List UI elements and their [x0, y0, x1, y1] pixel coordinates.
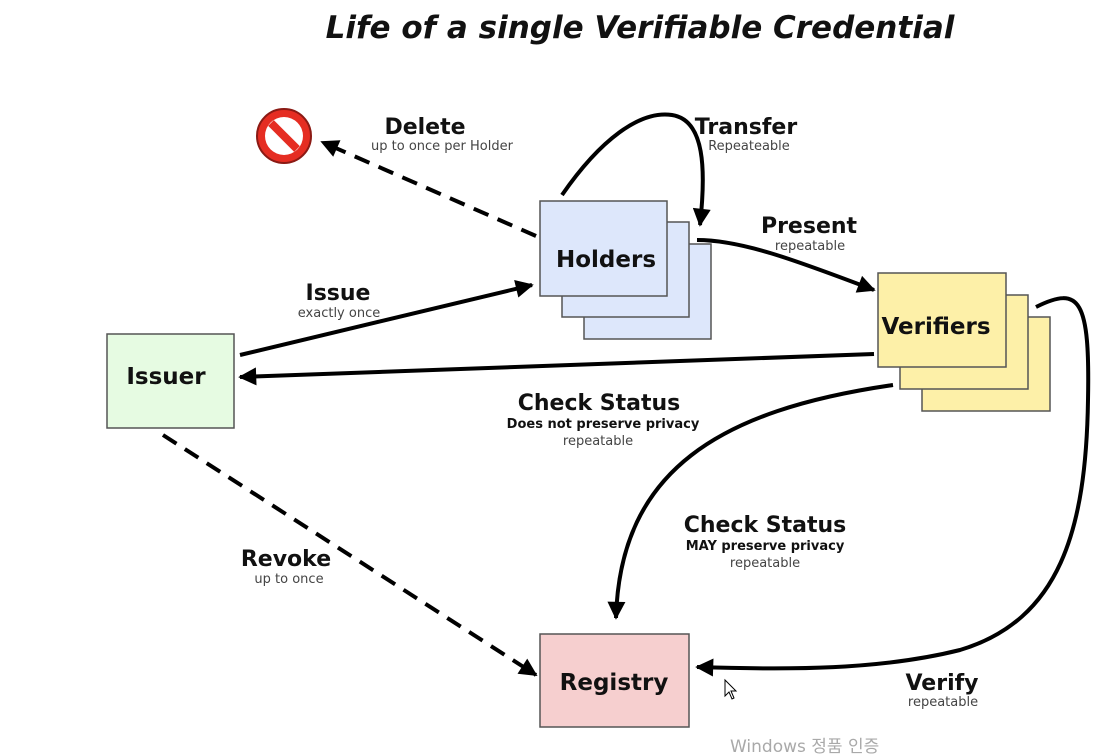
- prohibited-icon: [256, 108, 312, 164]
- present-label: Present: [761, 214, 858, 239]
- issue-arrow: [239, 280, 534, 357]
- verify-sub: repeatable: [908, 695, 978, 710]
- registry-node: Registry: [539, 633, 690, 728]
- mouse-pointer-icon: [724, 678, 738, 700]
- verify-label: Verify: [905, 671, 978, 696]
- transfer-arrow: [560, 112, 711, 227]
- check-status-issuer-note: Does not preserve privacy: [507, 417, 700, 432]
- verifiers-box: [877, 272, 1007, 368]
- check-status-issuer-arrow: [238, 352, 875, 386]
- check-status-registry-sub: repeatable: [730, 556, 800, 571]
- diagram-title: Life of a single Verifiable Credential: [326, 10, 955, 46]
- activation-watermark: Windows 정품 인증: [730, 737, 879, 754]
- transfer-sub: Repeateable: [708, 139, 790, 154]
- present-sub: repeatable: [775, 239, 845, 254]
- delete-sub: up to once per Holder: [371, 139, 514, 154]
- check-status-issuer-label: Check Status: [518, 391, 681, 416]
- transfer-label: Transfer: [695, 115, 798, 140]
- check-status-registry-label: Check Status: [684, 513, 847, 538]
- verifiers-node: Verifiers: [877, 272, 1051, 412]
- revoke-sub: up to once: [254, 572, 323, 587]
- delete-arrow: [320, 140, 537, 238]
- issuer-node: Issuer: [106, 333, 235, 429]
- holders-label: Holders: [556, 247, 656, 273]
- issue-sub: exactly once: [298, 306, 380, 321]
- holders-node: Holders: [539, 200, 712, 340]
- revoke-arrow: [161, 433, 538, 677]
- verify-arrow: [695, 296, 1091, 677]
- registry-label: Registry: [560, 670, 669, 696]
- issuer-box: [106, 333, 235, 429]
- verifiers-label: Verifiers: [881, 314, 990, 340]
- check-status-registry-arrow: [607, 383, 894, 620]
- registry-box: [539, 633, 690, 728]
- delete-label: Delete: [384, 115, 465, 140]
- holders-box: [539, 200, 668, 297]
- present-arrow: [696, 238, 876, 293]
- revoke-label: Revoke: [241, 547, 331, 572]
- check-status-registry-note: MAY preserve privacy: [686, 539, 845, 554]
- check-status-issuer-sub: repeatable: [563, 434, 633, 449]
- issuer-label: Issuer: [126, 364, 206, 390]
- issue-label: Issue: [306, 281, 371, 306]
